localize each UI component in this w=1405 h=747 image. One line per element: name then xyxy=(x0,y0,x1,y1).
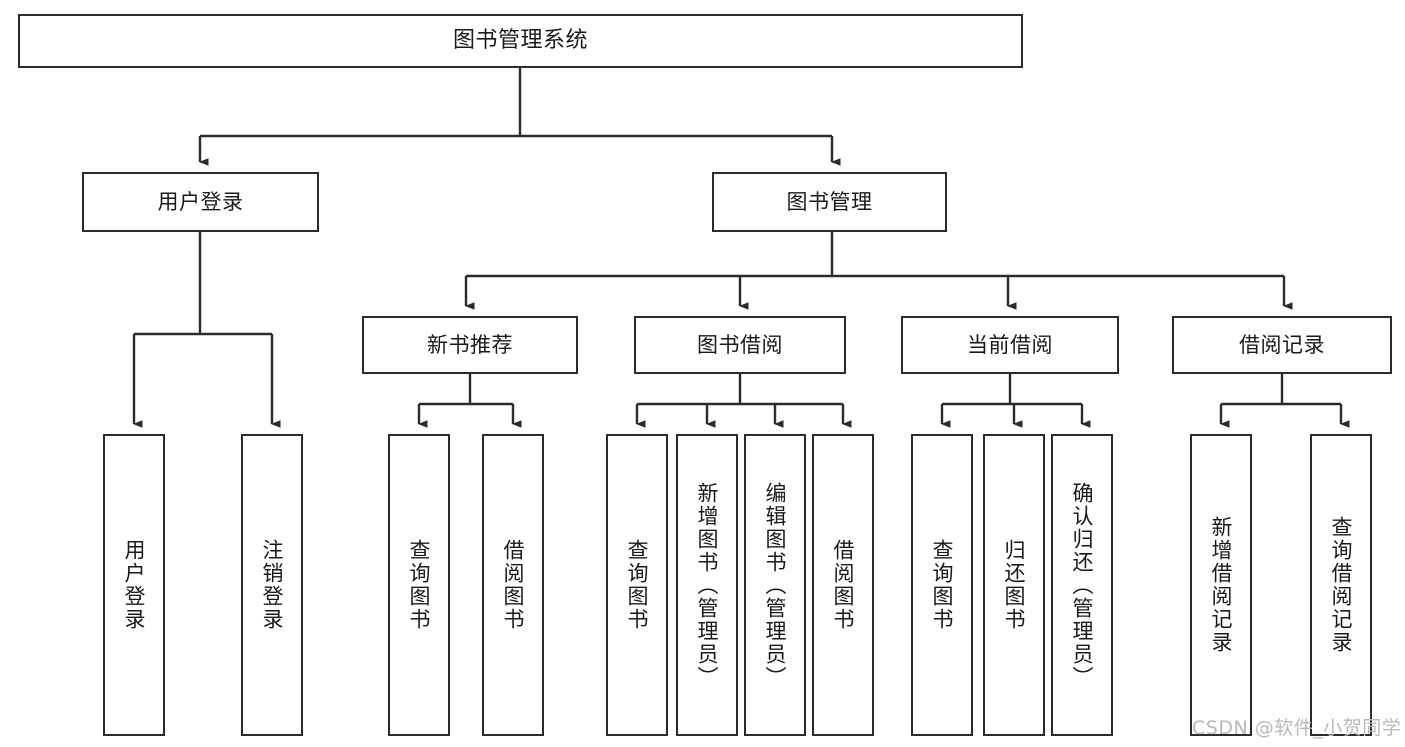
node-label: 新书推荐 xyxy=(427,332,513,357)
book-management-to-level3-edges xyxy=(464,232,1293,310)
node-borrow-record[interactable]: 借阅记录 xyxy=(1172,316,1392,374)
node-book-management[interactable]: 图书管理 xyxy=(712,172,947,232)
csdn-watermark: CSDN @软件_小贺同学 xyxy=(1192,717,1402,739)
node-leaf-edit-book-admin[interactable]: 编辑图书（管理员） xyxy=(744,434,806,736)
root-to-level2-edges xyxy=(198,68,841,166)
node-label: 查询图书 xyxy=(625,539,650,631)
user-login-to-leaves-edges xyxy=(132,232,281,428)
node-label: 借阅图书 xyxy=(831,539,856,631)
node-label: 确认归还（管理员） xyxy=(1070,481,1095,689)
node-leaf-query-book-borrow[interactable]: 查询图书 xyxy=(606,434,668,736)
node-leaf-user-login[interactable]: 用户登录 xyxy=(103,434,165,736)
node-leaf-borrow-book-recommend[interactable]: 借阅图书 xyxy=(482,434,544,736)
node-label: 借阅记录 xyxy=(1239,332,1325,357)
node-leaf-add-book-admin[interactable]: 新增图书（管理员） xyxy=(676,434,738,736)
node-label: 新增图书（管理员） xyxy=(695,481,720,689)
node-label: 注销登录 xyxy=(260,539,285,631)
node-book-management-system[interactable]: 图书管理系统 xyxy=(18,14,1023,68)
node-label: 图书管理 xyxy=(786,189,873,214)
new-book-recommend-to-leaves-edges xyxy=(417,374,522,428)
node-label: 查询图书 xyxy=(930,539,955,631)
node-new-book-recommend[interactable]: 新书推荐 xyxy=(362,316,578,374)
borrow-record-to-leaves-edges xyxy=(1219,374,1350,428)
node-leaf-query-book-current[interactable]: 查询图书 xyxy=(911,434,973,736)
node-leaf-query-borrow-record[interactable]: 查询借阅记录 xyxy=(1310,434,1372,736)
node-leaf-return-book[interactable]: 归还图书 xyxy=(983,434,1045,736)
node-book-borrow[interactable]: 图书借阅 xyxy=(634,316,846,374)
node-label: 用户登录 xyxy=(157,189,244,214)
node-leaf-add-borrow-record[interactable]: 新增借阅记录 xyxy=(1190,434,1252,736)
current-borrow-to-leaves-edges xyxy=(940,374,1091,428)
node-label: 图书借阅 xyxy=(697,332,783,357)
node-user-login[interactable]: 用户登录 xyxy=(82,172,319,232)
node-leaf-confirm-return-admin[interactable]: 确认归还（管理员） xyxy=(1051,434,1113,736)
node-leaf-borrow-book[interactable]: 借阅图书 xyxy=(812,434,874,736)
node-current-borrow[interactable]: 当前借阅 xyxy=(901,316,1119,374)
node-label: 图书管理系统 xyxy=(452,28,588,54)
node-label: 借阅图书 xyxy=(501,539,526,631)
node-label: 查询借阅记录 xyxy=(1329,516,1354,654)
node-label: 新增借阅记录 xyxy=(1209,516,1234,654)
node-leaf-logout[interactable]: 注销登录 xyxy=(241,434,303,736)
node-label: 当前借阅 xyxy=(967,332,1053,357)
node-label: 归还图书 xyxy=(1002,539,1027,631)
node-label: 查询图书 xyxy=(407,539,432,631)
node-label: 用户登录 xyxy=(122,539,147,631)
book-borrow-to-leaves-edges xyxy=(635,374,852,428)
node-leaf-query-book-recommend[interactable]: 查询图书 xyxy=(388,434,450,736)
node-label: 编辑图书（管理员） xyxy=(763,481,788,689)
